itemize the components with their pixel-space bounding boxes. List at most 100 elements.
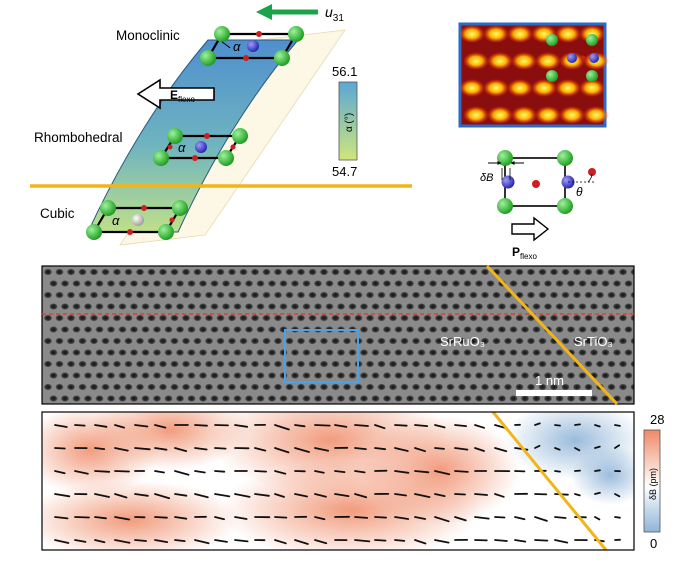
delta-min: 0 — [650, 536, 657, 551]
displacement-arrow — [274, 424, 290, 431]
displacement-arrow — [74, 516, 90, 519]
stem-atom-column — [95, 326, 104, 333]
stem-atom-column — [463, 303, 472, 310]
stem-atom-column — [469, 268, 478, 276]
stem-atom-column — [474, 372, 484, 379]
stem-atom-column — [216, 337, 225, 345]
lattice-hotspot — [583, 106, 609, 124]
stem-atom-column — [388, 360, 398, 368]
stem-atom-column — [486, 372, 495, 379]
stem-atom-column — [164, 372, 173, 379]
stem-atom-column — [124, 383, 133, 391]
displacement-arrow — [74, 424, 86, 427]
stem-atom-column — [428, 372, 438, 379]
displacement-arrows — [54, 422, 621, 545]
stem-atom-column — [543, 280, 553, 287]
displacement-arrow — [494, 493, 505, 498]
stem-atom-column — [158, 291, 168, 299]
stem-atom-column — [158, 360, 168, 368]
stem-atom-column — [359, 372, 369, 379]
stem-atom-column — [428, 349, 438, 356]
displacement-arrow — [414, 539, 427, 545]
stem-atom-column — [193, 291, 202, 299]
displacement-arrow — [574, 447, 581, 452]
lattice-hotspot — [555, 25, 581, 43]
stem-atom-column — [509, 372, 518, 379]
displacement-arrow — [54, 539, 70, 544]
displacement-arrow — [474, 447, 485, 452]
displacement-arrow — [54, 516, 69, 520]
stem-atom-column — [83, 395, 93, 402]
stem-atom-column — [342, 268, 352, 276]
stem-atom-column — [359, 303, 369, 310]
stem-atom-column — [331, 360, 340, 368]
stem-atom-column — [89, 360, 99, 368]
stem-atom-column — [584, 337, 593, 345]
stem-atom-column — [239, 360, 248, 368]
stem-atom-column — [411, 337, 421, 345]
stem-atom-column — [43, 314, 53, 322]
stem-atom-column — [244, 303, 254, 310]
theta-label: θ — [576, 185, 583, 199]
displacement-arrow — [414, 447, 427, 453]
phase-label-monoclinic: Monoclinic — [116, 28, 180, 43]
displacement-arrow — [154, 447, 168, 451]
stem-atom-column — [538, 268, 547, 276]
stem-atom-column — [434, 268, 444, 276]
stem-atom-column — [60, 349, 70, 356]
stem-atom-column — [221, 326, 231, 333]
stem-atom-column — [469, 337, 478, 345]
stem-atom-column — [457, 268, 467, 276]
stem-atom-column — [578, 372, 587, 379]
stem-atom-column — [239, 291, 248, 299]
stem-atom-column — [405, 280, 415, 287]
lattice-hotspot — [483, 25, 509, 43]
stem-atom-column — [526, 360, 536, 368]
stem-atom-column — [486, 326, 495, 333]
stem-atom-column — [78, 268, 87, 276]
stem-atom-column — [147, 383, 156, 391]
stem-atom-column — [532, 280, 541, 287]
stem-atom-column — [331, 383, 340, 391]
strain-arrow: u31 — [256, 4, 344, 24]
stem-atom-column — [302, 372, 311, 379]
stem-atom-column — [198, 395, 208, 402]
stem-atom-column — [198, 326, 208, 333]
stem-atom-column — [520, 280, 530, 287]
stem-atom-column — [210, 395, 219, 402]
stem-atom-column — [480, 337, 490, 345]
stem-atom-column — [428, 326, 438, 333]
displacement-arrow — [534, 516, 548, 522]
stem-atom-column — [60, 303, 70, 310]
rhombohedral-cell: α — [153, 128, 248, 166]
stem-atom-column — [359, 349, 369, 356]
displacement-arrow — [354, 447, 367, 451]
stem-atom-column — [589, 326, 599, 333]
stem-atom-column — [221, 280, 231, 287]
stem-atom-column — [336, 395, 346, 402]
stem-atom-column — [227, 337, 237, 345]
stem-atom-column — [256, 280, 265, 287]
stem-atom-column — [405, 395, 415, 402]
displacement-arrow — [354, 516, 369, 519]
stem-atom-column — [365, 383, 375, 391]
displacement-arrow — [594, 516, 601, 521]
stem-atom-column — [296, 383, 306, 391]
lattice-hotspot — [463, 52, 489, 70]
stem-atom-column — [273, 360, 283, 368]
stem-atom-column — [624, 395, 633, 402]
stem-atom-column — [451, 349, 461, 356]
stem-atom-column — [89, 291, 99, 299]
stem-atom-column — [187, 303, 196, 310]
stem-atom-column — [595, 337, 605, 345]
stem-atom-column — [532, 349, 541, 356]
stem-atom-column — [532, 372, 541, 379]
stem-atom-column — [204, 337, 214, 345]
stem-atom-column — [423, 383, 432, 391]
stem-atom-column — [624, 303, 633, 310]
stem-atom-column — [377, 337, 386, 345]
stem-atom-column — [216, 360, 225, 368]
stem-atom-column — [181, 291, 191, 299]
stem-atom-column — [95, 280, 104, 287]
stem-atom-column — [244, 349, 254, 356]
